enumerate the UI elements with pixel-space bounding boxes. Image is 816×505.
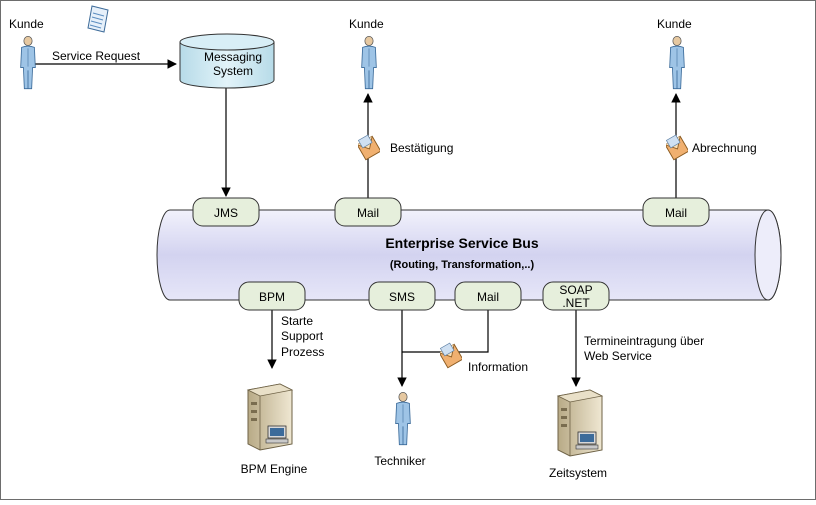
label-termineintragung: Termineintragung über <box>584 334 704 348</box>
connector-mail-top-label: Mail <box>357 206 379 220</box>
bus-title: Enterprise Service Bus <box>385 235 539 251</box>
label-information: Information <box>468 360 528 374</box>
mail-to-techniker-line <box>402 310 489 353</box>
label-kunde-mid: Kunde <box>349 17 384 31</box>
connector-bpm-label: BPM <box>259 290 285 304</box>
messaging-system-cylinder: Messaging System <box>179 33 275 89</box>
label-web-service: Web Service <box>584 349 652 363</box>
connector-mail-bottom-label: Mail <box>477 290 499 304</box>
label-service-request: Service Request <box>52 49 141 63</box>
label-techniker: Techniker <box>374 454 425 468</box>
connector-mail-top-right-label: Mail <box>665 206 687 220</box>
connector-mail-top-right: Mail <box>642 197 710 227</box>
messaging-label-1: Messaging <box>204 50 262 64</box>
connector-sms: SMS <box>368 281 436 311</box>
enterprise-service-bus: Enterprise Service Bus (Routing, Transfo… <box>156 209 782 301</box>
label-kunde-left: Kunde <box>9 17 44 31</box>
connector-soap-net: SOAP .NET <box>542 281 610 311</box>
connector-net-label: .NET <box>562 296 590 310</box>
messaging-label-2: System <box>213 64 253 78</box>
label-zeitsystem: Zeitsystem <box>549 466 607 480</box>
label-support: Support <box>281 329 324 343</box>
connector-soap-label: SOAP <box>559 283 592 297</box>
label-abrechnung: Abrechnung <box>692 141 757 155</box>
label-kunde-right: Kunde <box>657 17 692 31</box>
label-starte: Starte <box>281 314 313 328</box>
connector-sms-label: SMS <box>389 290 415 304</box>
label-prozess: Prozess <box>281 345 324 359</box>
connector-jms-label: JMS <box>214 206 238 220</box>
connector-mail-bottom: Mail <box>454 281 522 311</box>
server-bpm-engine-icon <box>247 383 293 451</box>
connector-jms: JMS <box>192 197 260 227</box>
connector-mail-top: Mail <box>334 197 402 227</box>
connector-lines <box>24 59 681 387</box>
bus-subtitle: (Routing, Transformation,..) <box>390 259 535 271</box>
label-bestaetigung: Bestätigung <box>390 141 453 155</box>
server-zeitsystem-icon <box>557 389 603 457</box>
document-icon <box>87 5 109 33</box>
label-bpm-engine: BPM Engine <box>241 462 308 476</box>
connector-bpm: BPM <box>238 281 306 311</box>
